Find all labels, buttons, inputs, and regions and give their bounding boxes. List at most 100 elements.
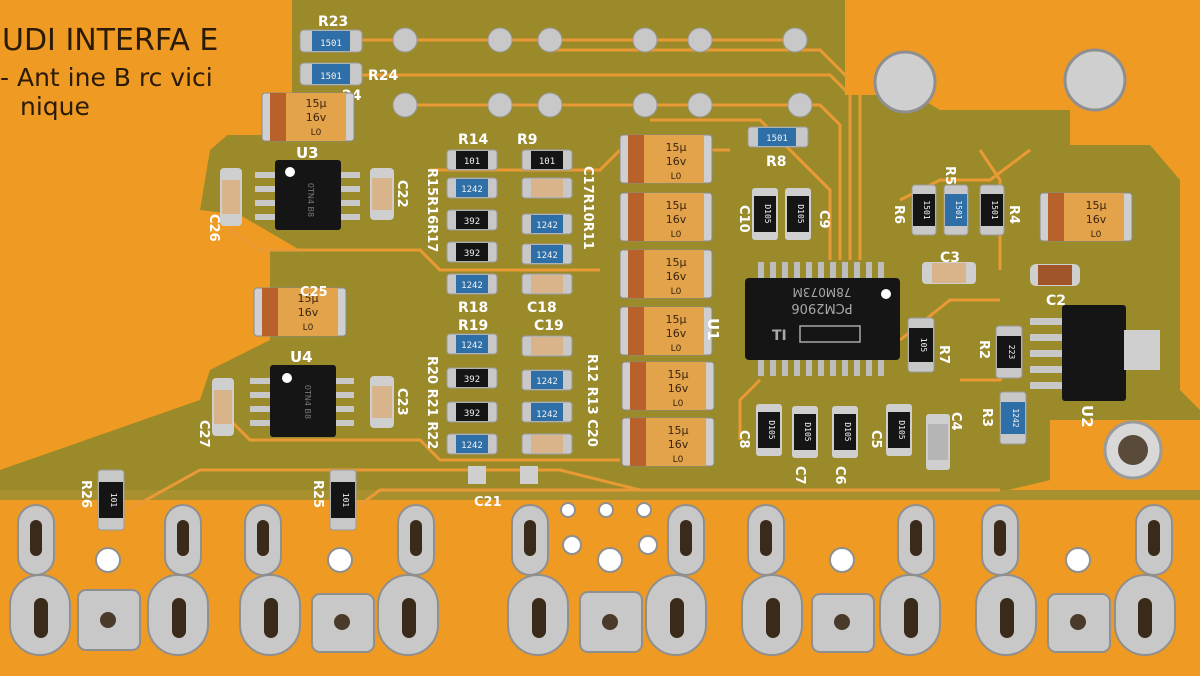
chip-u2-regulator — [1030, 305, 1160, 401]
title-panel — [0, 0, 292, 135]
label-r25: R25 — [310, 480, 325, 508]
svg-text:15µ: 15µ — [1086, 199, 1107, 212]
svg-text:L0: L0 — [673, 455, 684, 465]
resistor-r3: 1242 — [999, 391, 1027, 445]
label-r9: R9 — [517, 132, 538, 148]
label-r19: R19 — [458, 318, 488, 334]
cap-c26 — [220, 168, 242, 226]
tantalum-cap-c25: 15µ 16v L0 — [253, 287, 347, 337]
svg-text:L0: L0 — [673, 399, 684, 409]
svg-text:16v: 16v — [666, 270, 687, 283]
header-pins — [392, 27, 813, 118]
label-c17r10r11: C17R10R11 — [580, 166, 595, 250]
svg-text:15µ: 15µ — [666, 141, 687, 154]
label-r4: R4 — [1006, 205, 1021, 224]
svg-text:L0: L0 — [671, 287, 682, 297]
svg-text:15µ: 15µ — [666, 199, 687, 212]
label-c5: C5 — [868, 430, 883, 449]
label-c23: C23 — [394, 388, 409, 416]
panel-line-3: nique — [20, 92, 90, 121]
svg-text:D105: D105 — [803, 422, 812, 441]
label-u1: U1 — [704, 318, 722, 341]
cap-c23 — [370, 376, 394, 428]
svg-text:L0: L0 — [311, 128, 322, 138]
svg-text:16v: 16v — [298, 306, 319, 319]
label-c22: C22 — [394, 180, 409, 208]
chip-u4: 0TN4 B8 — [250, 365, 354, 437]
tantalum-cap-c24: 15µ 16v L0 — [261, 92, 355, 142]
cap-c10: D105 — [752, 188, 778, 240]
svg-text:D105: D105 — [843, 422, 852, 441]
label-u2: U2 — [1078, 405, 1096, 428]
svg-text:1242: 1242 — [461, 341, 483, 351]
label-r23: R23 — [318, 14, 348, 30]
svg-text:1242: 1242 — [536, 221, 558, 231]
svg-text:16v: 16v — [1086, 213, 1107, 226]
svg-text:PCM2906: PCM2906 — [791, 300, 852, 315]
svg-text:392: 392 — [464, 249, 480, 259]
label-c27: C27 — [196, 420, 211, 448]
label-c26: C26 — [206, 214, 221, 242]
svg-text:1242: 1242 — [1011, 408, 1020, 427]
svg-text:1501: 1501 — [320, 39, 342, 49]
svg-text:101: 101 — [464, 157, 480, 167]
label-c21: C21 — [474, 495, 502, 510]
svg-text:D105: D105 — [897, 420, 906, 439]
label-u4: U4 — [290, 348, 313, 366]
label-r24: R24 — [368, 68, 399, 84]
chip-u1-pcm2906: PCM2906 78M073M TI — [745, 262, 900, 376]
resistor-r5: 1501 — [943, 184, 969, 236]
svg-text:16v: 16v — [666, 213, 687, 226]
label-c6: C6 — [832, 466, 847, 485]
resistor-r26: 101 — [97, 469, 125, 531]
cap-c2 — [1030, 264, 1080, 286]
label-r18: R18 — [458, 300, 488, 316]
svg-text:15µ: 15µ — [668, 368, 689, 381]
svg-text:392: 392 — [464, 375, 480, 385]
label-c3: C3 — [940, 250, 960, 266]
svg-text:15µ: 15µ — [668, 424, 689, 437]
mounting-hole-left — [873, 50, 937, 114]
label-c19: C19 — [534, 318, 564, 334]
svg-text:L0: L0 — [671, 230, 682, 240]
label-r8: R8 — [766, 154, 787, 170]
resistor-r4: 1501 — [979, 184, 1005, 236]
resistor-grid: 101 101 1242 392 1242 392 1242 1242 1242… — [446, 149, 573, 455]
svg-text:78M073M: 78M073M — [793, 285, 852, 299]
svg-text:15µ: 15µ — [306, 97, 327, 110]
label-r15r16r17: R15R16R17 — [424, 168, 439, 252]
svg-text:15µ: 15µ — [666, 313, 687, 326]
label-r14: R14 — [458, 132, 489, 148]
svg-text:1501: 1501 — [766, 134, 788, 144]
resistor-r2: 223 — [995, 325, 1023, 379]
resistor-r23: 1501 — [299, 29, 363, 53]
label-c10: C10 — [736, 205, 751, 233]
svg-text:392: 392 — [464, 409, 480, 419]
svg-text:1242: 1242 — [536, 251, 558, 261]
cap-c21 — [468, 466, 538, 484]
cap-c27 — [212, 378, 234, 436]
svg-text:D105: D105 — [767, 420, 776, 439]
label-r12r13c20: R12 R13 C20 — [584, 354, 599, 447]
svg-text:L0: L0 — [671, 172, 682, 182]
svg-text:1242: 1242 — [536, 377, 558, 387]
svg-text:16v: 16v — [668, 438, 689, 451]
label-u3: U3 — [296, 144, 319, 162]
label-r2: R2 — [976, 340, 991, 359]
cap-c22 — [370, 168, 394, 220]
svg-text:1242: 1242 — [461, 281, 483, 291]
svg-text:15µ: 15µ — [298, 292, 319, 305]
cap-c9: D105 — [785, 188, 811, 240]
label-r20r21r22: R20 R21 R22 — [424, 356, 439, 449]
label-r26: R26 — [78, 480, 93, 508]
label-c18: C18 — [527, 300, 557, 316]
svg-text:L0: L0 — [1091, 230, 1102, 240]
label-r5: R5 — [942, 166, 957, 185]
label-r6: R6 — [891, 205, 906, 224]
svg-text:1501: 1501 — [990, 200, 999, 219]
connector-pads — [9, 502, 1176, 656]
svg-text:15µ: 15µ — [666, 256, 687, 269]
svg-text:1242: 1242 — [536, 410, 558, 420]
